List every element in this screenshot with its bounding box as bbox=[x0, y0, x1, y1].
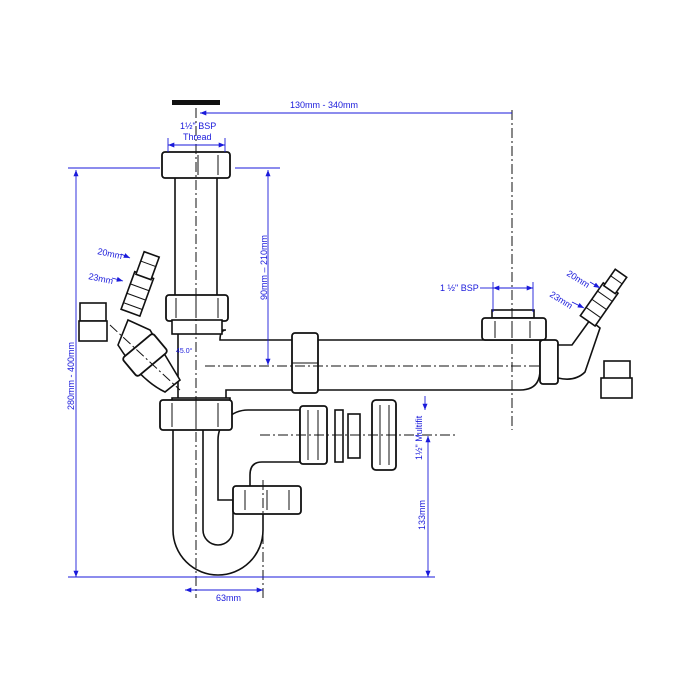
left-inlet bbox=[117, 250, 182, 393]
thread-label-1: 1½" BSP bbox=[180, 121, 216, 131]
angle-label: 45.0° bbox=[176, 347, 193, 355]
overflow-span-label: 130mm - 340mm bbox=[290, 100, 358, 110]
left-blanking-cap bbox=[78, 302, 108, 342]
outlet-height-label: 133mm bbox=[417, 500, 427, 530]
right-thread-label: 1 ½" BSP bbox=[440, 283, 479, 293]
right-inlet bbox=[481, 268, 628, 385]
outlet-elbow bbox=[217, 399, 397, 501]
seal-depth-label: 63mm bbox=[216, 593, 241, 603]
dimension-lines bbox=[68, 110, 601, 593]
centrelines bbox=[109, 108, 540, 598]
sink-waste-bar bbox=[172, 100, 220, 105]
right-blanking-cap bbox=[600, 360, 633, 399]
outlet-label: 1½" Multifit bbox=[414, 415, 424, 460]
standpipe-height-label: 90mm – 210mm bbox=[259, 235, 269, 300]
left-spigot-20-label: 20mm bbox=[97, 246, 124, 261]
right-spigot-23-label: 23mm bbox=[548, 289, 575, 311]
right-spigot-20-label: 20mm bbox=[565, 268, 592, 290]
left-spigot-23-label: 23mm bbox=[88, 271, 115, 286]
thread-label-2: Thread bbox=[183, 132, 212, 142]
overall-height-label: 280mm - 400mm bbox=[66, 342, 76, 410]
